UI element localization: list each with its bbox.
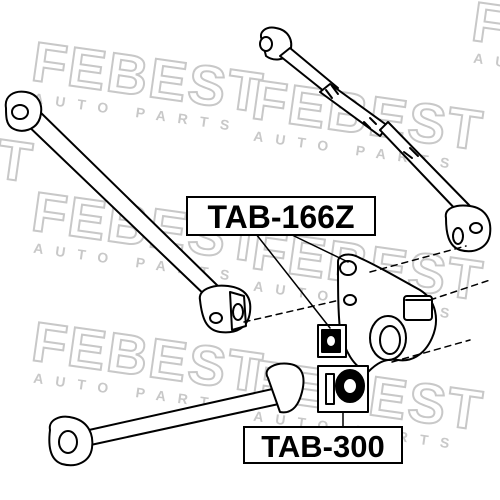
assembly-dashed-lines xyxy=(243,245,491,363)
right-adjustable-rod xyxy=(259,26,492,253)
lower-arm xyxy=(48,362,305,467)
callout-tab-300-label: TAB-300 xyxy=(261,429,385,464)
bushing-tab-300 xyxy=(317,365,369,413)
callout-tab-300: TAB-300 xyxy=(243,426,403,464)
callout-tab-166z-label: TAB-166Z xyxy=(207,199,355,235)
rear-knuckle xyxy=(337,253,437,373)
bushing-tab-166z xyxy=(317,324,347,358)
callout-tab-166z: TAB-166Z xyxy=(186,196,376,236)
left-control-arm xyxy=(4,90,252,334)
